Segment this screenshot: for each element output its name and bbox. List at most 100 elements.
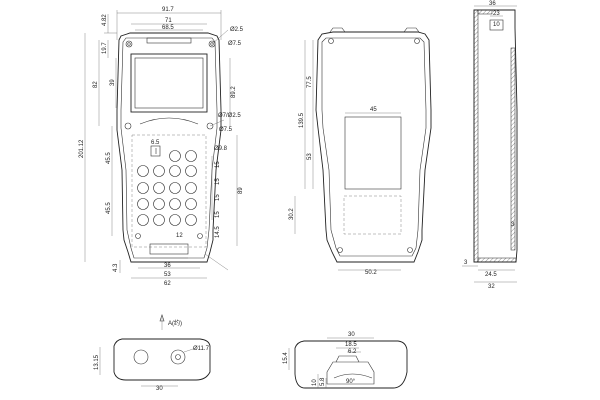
side-bottom <box>477 257 517 263</box>
key <box>169 198 181 210</box>
dim-53: 53 <box>307 153 313 160</box>
key <box>169 150 181 162</box>
dim-screen-top: 19.7 <box>102 42 108 54</box>
dim-302: 30.2 <box>289 208 295 220</box>
small-key <box>150 145 161 157</box>
dim-width-overall: 91.7 <box>162 7 174 13</box>
dim-key-dia: Ø9.8 <box>214 146 228 152</box>
bottom-right-outline <box>294 340 408 389</box>
bottom-view-left: A(约) 13.15 Ø11.7 30 <box>94 314 211 392</box>
dim-base-43: 4.3 <box>113 263 119 272</box>
bottom-left-outline <box>113 338 211 381</box>
side-top <box>477 9 493 15</box>
key <box>185 165 197 177</box>
key <box>137 214 149 226</box>
key <box>169 214 181 226</box>
key <box>185 198 197 210</box>
dim-775: 77.5 <box>307 76 313 88</box>
key <box>185 150 197 162</box>
dim-502: 50.2 <box>365 270 377 276</box>
dim-3b: 3 <box>464 260 468 266</box>
dim-30: 30 <box>156 386 163 392</box>
front-outline <box>116 32 222 263</box>
dim-hole-right: Ø7/Ø2.5 <box>218 113 241 119</box>
dim-r62: 6.2 <box>348 349 357 355</box>
key <box>169 182 181 194</box>
side-view: 36 23 10 3 3 24.5 32 <box>462 1 518 290</box>
dim-245: 24.5 <box>485 272 497 278</box>
bottom-right-profile <box>326 361 375 385</box>
dim-screen-h: 39 <box>110 79 116 86</box>
keypad-box <box>131 134 207 248</box>
hole-bottom-left <box>135 233 141 239</box>
battery-box <box>343 195 402 235</box>
key <box>153 165 165 177</box>
dim-32: 32 <box>488 284 495 290</box>
dim-base-62: 62 <box>164 281 171 287</box>
hole-top-right-i <box>210 42 214 46</box>
dim-base-36: 36 <box>164 263 171 269</box>
key <box>137 165 149 177</box>
bottom-label: A(约) <box>168 319 182 327</box>
key <box>137 182 149 194</box>
hole-top-left-i <box>127 42 131 46</box>
key <box>185 214 197 226</box>
dim-45: 45 <box>370 107 377 113</box>
dim-hole-mid: Ø7.5 <box>228 41 242 47</box>
dim-row-a: 15 <box>215 161 221 168</box>
front-view: 91.7 71 68.5 4.82 19.7 39 82 89.2 201.12… <box>79 7 244 287</box>
back-outline-inner <box>321 37 427 257</box>
dim-left-b: 45.5 <box>106 202 112 214</box>
key <box>153 198 165 210</box>
dim-bottom-pitch: 14.5 <box>215 226 221 238</box>
back-window <box>344 116 402 190</box>
dim-top-23: 23 <box>493 11 500 17</box>
dim-width-screen: 68.5 <box>162 25 174 31</box>
dim-r30: 30 <box>348 332 355 338</box>
dim-bottom-12: 12 <box>176 233 183 239</box>
front-outline-inner <box>120 37 218 259</box>
dim-row-d: 15 <box>215 211 221 218</box>
top-slot <box>146 37 192 44</box>
screen-outer <box>130 53 208 113</box>
dim-r185: 18.5 <box>345 342 357 348</box>
side-step <box>489 19 504 31</box>
dim-left-a: 45.5 <box>106 152 112 164</box>
screen-notch <box>139 117 199 125</box>
dim-screen-block: 82 <box>93 81 99 88</box>
dim-top-offset: 4.82 <box>102 14 108 26</box>
dim-key-pitch: 6.5 <box>151 140 160 146</box>
dim-row-c: 15 <box>215 194 221 201</box>
back-outline <box>315 31 432 263</box>
dim-top-10: 10 <box>493 22 500 28</box>
key <box>153 182 165 194</box>
dim-width-inner: 71 <box>165 18 172 24</box>
bottom-tab <box>149 243 189 255</box>
dim-top-36: 36 <box>489 1 496 7</box>
dim-right-h: 89.2 <box>231 86 237 98</box>
bottom-left-hole-b <box>170 349 186 365</box>
dim-row-b: 15 <box>215 178 221 185</box>
dim-117: Ø11.7 <box>193 346 210 352</box>
key <box>137 198 149 210</box>
dim-angle: 90° <box>346 379 356 385</box>
hole-top-left <box>125 40 133 48</box>
bottom-view-right: 30 18.5 6.2 15.4 10 5.8 90° <box>283 332 408 389</box>
hole-mid-left <box>124 122 132 130</box>
hole-top-right <box>208 40 216 48</box>
dim-hole-small: Ø7.5 <box>219 127 233 133</box>
side-right-wall <box>510 47 516 251</box>
dim-r154: 15.4 <box>283 352 289 364</box>
bottom-left-hole-a <box>133 349 149 365</box>
hole-bottom-right <box>197 233 203 239</box>
dim-base-53: 53 <box>164 272 171 278</box>
key <box>169 165 181 177</box>
screen-inner <box>134 57 204 109</box>
dim-3a: 3 <box>511 222 515 228</box>
dim-1315: 13.15 <box>94 354 100 370</box>
hole-mid-right <box>206 122 214 130</box>
side-wall <box>473 9 479 263</box>
dim-1395: 139.5 <box>299 112 305 128</box>
dim-keypad-h: 89 <box>238 187 244 194</box>
